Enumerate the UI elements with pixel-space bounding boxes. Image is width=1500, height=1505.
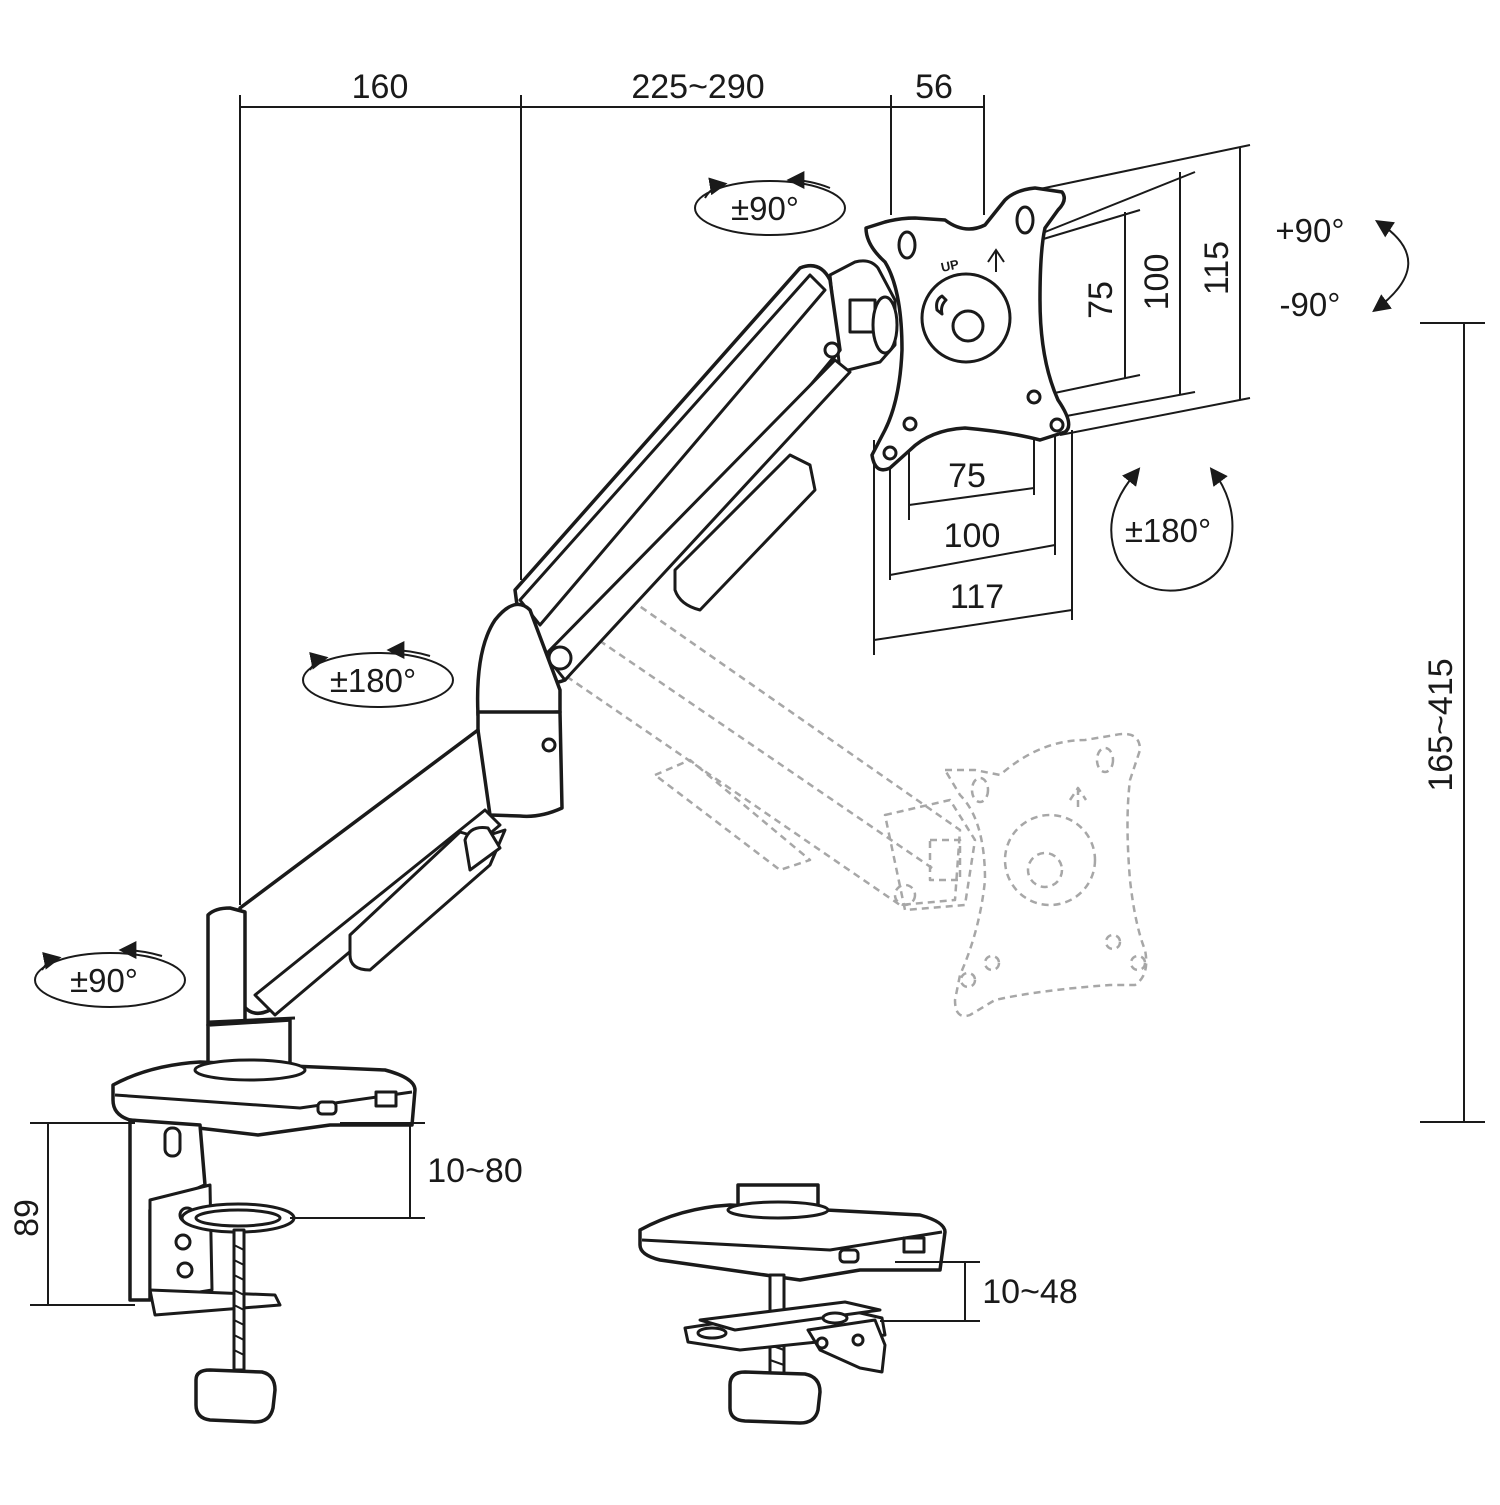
label-plate-rotation: ±180° [1125, 512, 1211, 549]
rotation-arrow-icon [1110, 477, 1234, 592]
rotation-arrow-icon [309, 652, 329, 671]
rotation-elbow: ±180° [302, 641, 454, 708]
rotation-plate: ±180° [1110, 467, 1234, 592]
dim-vesa-h-100: 100 [944, 517, 1001, 555]
rotation-tilt: +90° -90° [1275, 212, 1410, 323]
grommet-mount [638, 1183, 947, 1425]
rotation-arrow-icon [386, 641, 431, 660]
label-base-rotation: ±90° [70, 962, 138, 999]
rotation-arrow-icon [118, 941, 163, 960]
upper-arm [513, 264, 852, 685]
rotation-arrow-icon [1372, 220, 1410, 313]
dim-vesa-v-75: 75 [1082, 281, 1120, 319]
dim-vesa-h-75: 75 [948, 457, 986, 495]
rotation-base: ±90° [34, 941, 186, 1008]
arrow-up-icon [987, 248, 1005, 272]
plate-up-marking: UP [940, 256, 961, 274]
dim-10-48: 10~48 [982, 1273, 1078, 1311]
rotation-head-swivel: ±90° [694, 171, 846, 236]
rotation-arrow-icon [704, 177, 728, 199]
dim-56: 56 [915, 68, 953, 106]
dim-160: 160 [352, 68, 409, 106]
ghost-lowered-arm [523, 563, 1148, 1018]
tilt-head [828, 259, 899, 374]
label-tilt-down: -90° [1280, 286, 1341, 323]
desk-clamp [128, 1118, 296, 1424]
top-dimensions: 160 225~290 56 [239, 68, 985, 905]
elbow-joint [475, 602, 564, 819]
dim-89: 89 [8, 1199, 46, 1237]
dim-vesa-v-115: 115 [1198, 241, 1236, 295]
label-elbow-rotation: ±180° [330, 662, 416, 699]
dim-10-80: 10~80 [427, 1152, 523, 1190]
vesa-horizontal-dimensions: 75 100 117 [873, 400, 1073, 655]
pole-and-base [111, 906, 417, 1137]
grommet-dimension: 10~48 [880, 1261, 1078, 1322]
dim-165-415: 165~415 [1422, 658, 1460, 791]
dim-225-290: 225~290 [631, 68, 764, 106]
dim-vesa-v-100: 100 [1138, 254, 1176, 311]
label-tilt-up: +90° [1275, 212, 1344, 249]
label-head-swivel: ±90° [731, 190, 799, 227]
rotation-arrow-icon [786, 171, 831, 190]
height-dimension: 165~415 [1420, 322, 1485, 1123]
vesa-plate: UP [864, 186, 1071, 472]
dim-vesa-h-117: 117 [950, 578, 1004, 616]
rotation-arrow-icon [41, 952, 62, 971]
vesa-vertical-dimensions: 75 100 115 [1034, 144, 1251, 436]
lower-arm [238, 728, 507, 1017]
clamp-dimensions: 89 10~80 [8, 1122, 523, 1306]
